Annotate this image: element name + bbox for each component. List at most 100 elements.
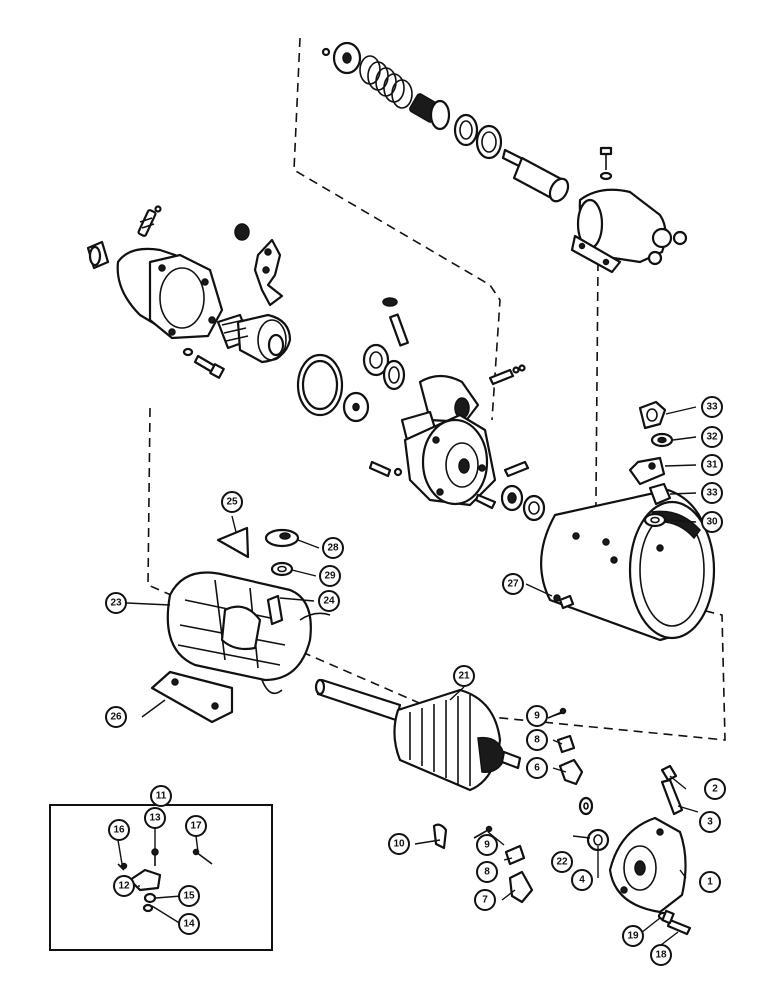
callout-number: 25: [226, 497, 238, 508]
callout-circle: [526, 729, 548, 751]
callout-circle: [650, 944, 672, 966]
callout-31: 31: [701, 454, 723, 476]
brush-hardware: [432, 707, 584, 904]
callout-24: 24: [318, 590, 340, 612]
callout-number: 23: [110, 598, 122, 609]
callout-number: 14: [183, 919, 195, 930]
callout-circle: [704, 778, 726, 800]
callout-number: 30: [706, 517, 718, 528]
callout-circle: [185, 815, 207, 837]
callout-3: 3: [699, 811, 721, 833]
callout-circle: [699, 811, 721, 833]
callout-13: 13: [144, 807, 166, 829]
callout-11: 11: [150, 785, 172, 807]
drive-housing: [116, 247, 224, 340]
callout-circle: [318, 590, 340, 612]
callout-circle: [474, 889, 496, 911]
callout-circle: [108, 819, 130, 841]
callout-circle: [150, 785, 172, 807]
callout-circle: [526, 757, 548, 779]
callout-circle: [178, 885, 200, 907]
callout-12: 12: [113, 875, 135, 897]
callout-number: 8: [534, 735, 540, 746]
callout-number: 17: [190, 821, 202, 832]
frame-screw: [553, 594, 575, 610]
callout-number: 12: [118, 881, 130, 892]
callout-circle: [622, 925, 644, 947]
callout-circle: [453, 665, 475, 687]
callout-circle: [701, 511, 723, 533]
field-coil-assembly: [150, 526, 575, 724]
callout-circle: [113, 875, 135, 897]
callout-number: 33: [706, 488, 718, 499]
callout-number: 18: [655, 950, 667, 961]
callout-number: 2: [712, 784, 718, 795]
callout-23: 23: [105, 592, 127, 614]
leader-lines: [117, 406, 699, 946]
callout-number: 19: [627, 931, 639, 942]
callout-number: 31: [706, 460, 718, 471]
callout-number: 11: [156, 791, 167, 802]
callout-28: 28: [322, 537, 344, 559]
callout-8: 8: [526, 729, 548, 751]
callout-number: 6: [534, 763, 540, 774]
callout-29: 29: [319, 565, 341, 587]
callout-circle: [221, 491, 243, 513]
plunger-contact: [409, 93, 451, 131]
callout-30: 30: [701, 511, 723, 533]
callout-circle: [322, 537, 344, 559]
callout-number: 1: [707, 877, 713, 888]
callout-9: 9: [526, 705, 548, 727]
callout-number: 24: [323, 596, 335, 607]
callout-9: 9: [476, 834, 498, 856]
callout-22: 22: [551, 851, 573, 873]
callout-number: 28: [327, 543, 339, 554]
callout-circle: [476, 861, 498, 883]
plunger-spring-group: [321, 41, 570, 203]
callout-number: 13: [149, 813, 161, 824]
callout-4: 4: [571, 869, 593, 891]
callout-33: 33: [701, 396, 723, 418]
callout-circle: [699, 871, 721, 893]
callout-15: 15: [178, 885, 200, 907]
plunger-spring: [359, 55, 413, 109]
callout-circle: [105, 706, 127, 728]
callout-circle: [526, 705, 548, 727]
callout-number: 26: [110, 712, 122, 723]
callout-number: 3: [707, 817, 713, 828]
callout-number: 10: [393, 839, 405, 850]
callout-17: 17: [185, 815, 207, 837]
callout-14: 14: [178, 913, 200, 935]
field-coils: [166, 571, 331, 695]
callout-circle: [701, 396, 723, 418]
callout-number: 21: [458, 671, 470, 682]
callout-number: 27: [507, 579, 519, 590]
callout-number: 29: [324, 571, 336, 582]
starter-frame: [540, 488, 716, 642]
plunger: [501, 148, 570, 203]
callout-32: 32: [701, 426, 723, 448]
callout-number: 7: [482, 895, 488, 906]
callout-circle: [476, 834, 498, 856]
callout-circle: [144, 807, 166, 829]
callout-16: 16: [108, 819, 130, 841]
callout-circle: [551, 851, 573, 873]
callout-circle: [319, 565, 341, 587]
center-seals: [296, 297, 409, 423]
shift-lever: [234, 223, 284, 307]
callout-circle: [105, 592, 127, 614]
armature: [314, 678, 522, 792]
callout-number: 16: [113, 825, 125, 836]
callout-26: 26: [105, 706, 127, 728]
callout-circle: [701, 482, 723, 504]
callout-27: 27: [502, 573, 524, 595]
callout-number: 32: [706, 432, 718, 443]
callout-8: 8: [476, 861, 498, 883]
commutator-end-frame: [578, 764, 692, 936]
callout-number: 22: [556, 857, 568, 868]
callout-number: 8: [484, 867, 490, 878]
callout-number: 15: [183, 891, 195, 902]
callout-18: 18: [650, 944, 672, 966]
